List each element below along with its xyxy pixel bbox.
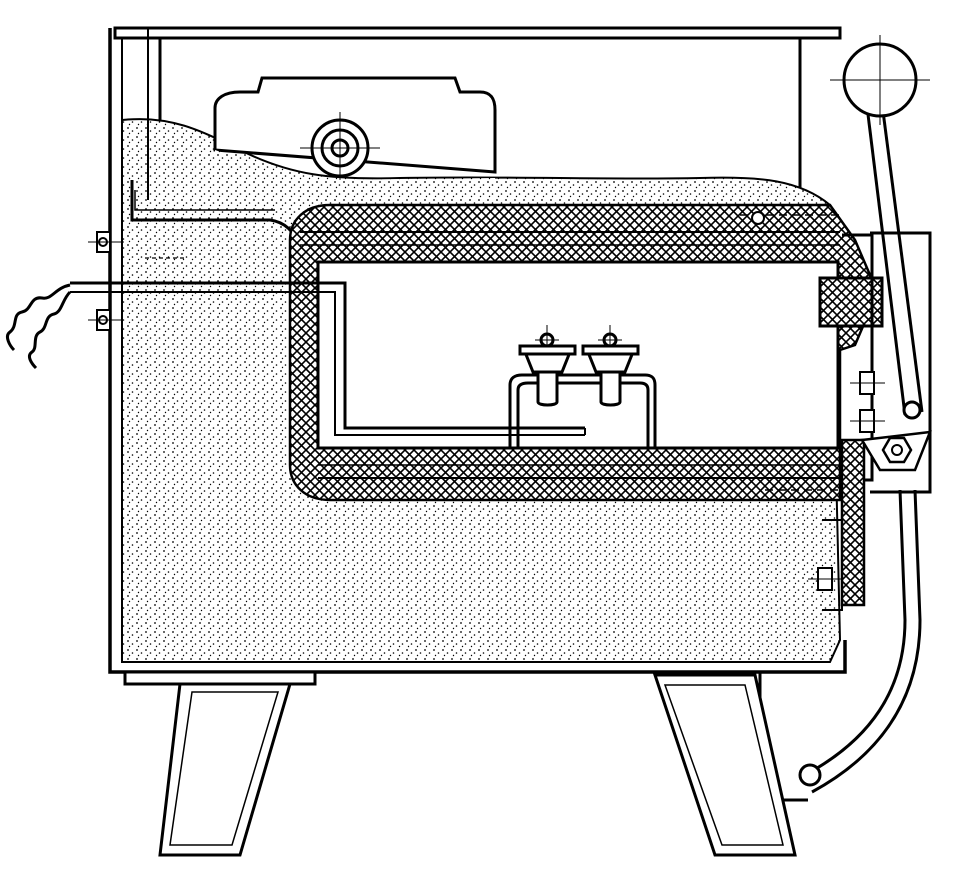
door-bolt: [850, 371, 885, 395]
support-leg: [123, 670, 317, 857]
muffle-chamber: [288, 203, 884, 502]
pivot-nut-icon: [859, 430, 932, 472]
top-box: [213, 76, 497, 186]
door-lever: [863, 87, 924, 420]
support-leg: [652, 673, 797, 857]
knob-icon: [300, 112, 380, 184]
top-cover-plate: [113, 26, 842, 190]
door-bolt: [808, 567, 842, 591]
thermocouple: [70, 281, 586, 436]
counterweight-ball: [830, 35, 930, 125]
housing-bolt-upper: [88, 231, 124, 253]
door-bolt: [850, 409, 885, 433]
heater-lead-wires: [6, 283, 72, 370]
housing-bolt-lower: [88, 309, 124, 331]
crucible: [518, 325, 577, 407]
crucible-rack: [508, 373, 657, 448]
crucible: [581, 325, 640, 407]
